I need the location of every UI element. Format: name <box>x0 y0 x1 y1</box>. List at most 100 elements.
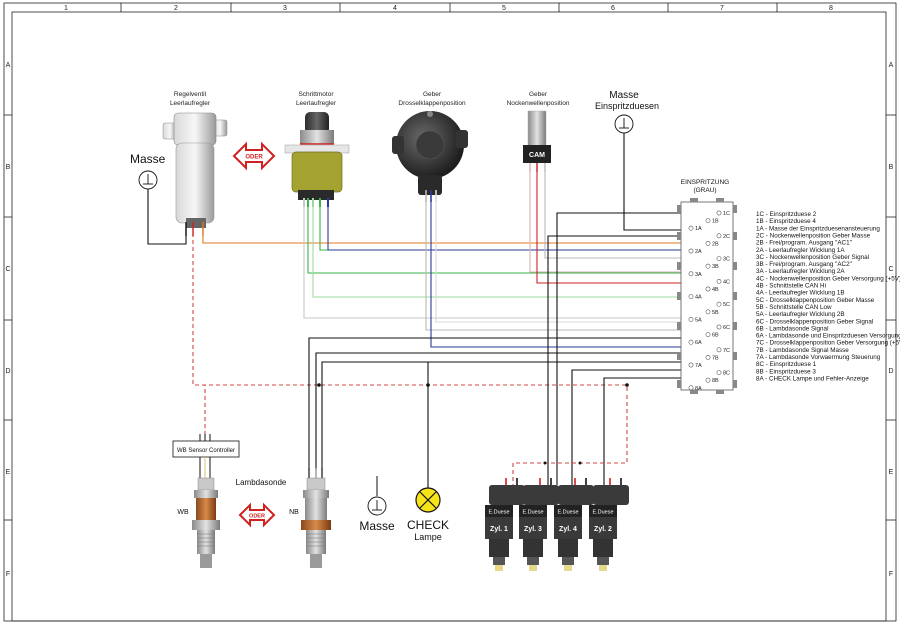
ecu-pin-label: 5C <box>723 302 730 308</box>
row-label: B <box>889 164 894 171</box>
ecu-pin <box>705 263 711 269</box>
ecu-legend-line: 7B - Lambdasonde Signal Masse <box>756 347 849 354</box>
narrowband-lambda-sensor: NB <box>289 468 331 568</box>
ecu-pin-label: 6A <box>695 340 702 346</box>
wire-inj-3 <box>571 369 692 485</box>
row-label: A <box>6 62 11 69</box>
nb-label: NB <box>289 509 299 516</box>
ecu-pin <box>716 210 722 216</box>
ecu-legend-line: 5B - Schnittstelle CAN Low <box>756 304 832 311</box>
ecu-pin-label: 4B <box>712 287 719 293</box>
ecu-legend-line: 7A - Lambdasonde Vorwaermung Steuerung <box>756 354 881 361</box>
col-label: 8 <box>829 5 833 12</box>
ecu-pin-grid: 1C1B1A2C2B2A3C3B3A4C4B4A5C5B5A6C6B6A7C7B… <box>688 210 730 392</box>
ecu-subtitle: (GRAU) <box>693 187 716 194</box>
wire-inj-1 <box>556 212 722 485</box>
ecu-pin <box>705 218 711 223</box>
wire-stepper-4a <box>312 205 692 298</box>
row-label: E <box>6 469 11 476</box>
ecu-pin <box>705 309 711 315</box>
wire-valve-red-dashed <box>192 226 628 392</box>
ecu-connector: EINSPRITZUNG (GRAU) 1C1B1A2C2B2A3C3B3A4C… <box>677 179 737 394</box>
col-label: 5 <box>502 5 506 12</box>
injector-tag: E.Duese <box>592 510 613 516</box>
ecu-pin-label: 7C <box>723 348 730 354</box>
ecu-legend-line: 5A - Leerlaufregler Wicklung 2B <box>756 311 845 318</box>
ecu-pin-label: 5A <box>695 317 702 323</box>
row-label: E <box>889 469 894 476</box>
row-label: F <box>889 571 893 578</box>
wire-cam-2c <box>544 170 692 259</box>
ecu-pin-label: 4C <box>723 279 730 285</box>
ecu-pin <box>688 316 694 322</box>
ecu-pin-label: 7A <box>695 363 702 369</box>
col-label: 6 <box>611 5 615 12</box>
wb-sensor-controller: WB Sensor Controller <box>172 434 240 478</box>
ecu-legend-line: 6C - Drosselklappenposition Geber Signal <box>756 318 873 325</box>
ecu-legend-line: 4B - Schnittstelle CAN Hi <box>756 283 826 290</box>
ecu-legend-line: 2C - Nockenwellenposition Geber Masse <box>756 232 871 239</box>
ecu-pin <box>716 256 722 261</box>
check-lamp-label-2: Lampe <box>414 532 442 542</box>
ecu-legend-line: 6B - Lambdasonde Signal <box>756 325 828 332</box>
ecu-pin-label: 8B <box>712 378 719 384</box>
or-arrow-top: ODER <box>232 141 276 171</box>
ecu-pin <box>716 233 722 239</box>
wire-inj-supply <box>512 392 628 488</box>
ecu-pin <box>688 385 694 391</box>
row-label: C <box>888 266 893 273</box>
col-label: 4 <box>393 5 397 12</box>
ecu-pin-label: 6C <box>723 325 730 331</box>
row-label: D <box>5 368 10 375</box>
ecu-pin <box>716 347 722 353</box>
wire-lambda-6b <box>315 352 692 470</box>
ecu-pin-label: 3B <box>712 264 719 270</box>
wire-cam-3c <box>529 170 692 273</box>
ground-symbol-left: Masse <box>130 152 166 190</box>
row-label: A <box>889 62 894 69</box>
tps-label-1: Geber <box>423 91 442 98</box>
check-lamp: CHECK Lampe <box>407 487 449 542</box>
injector-tag: E.Duese <box>557 510 578 516</box>
stepper-motor: Schrittmotor Leerlaufregler <box>284 91 350 207</box>
ecu-legend-line: 3B - Frei/program. Ausgang "AC2" <box>756 261 852 268</box>
row-label: F <box>6 571 10 578</box>
wire-masse-1a <box>623 133 692 231</box>
wire-lambda-6a <box>308 337 692 470</box>
injector-cylinder: Zyl. 2 <box>594 526 612 533</box>
cam-label-2: Nockenwellenposition <box>507 100 570 107</box>
wiring <box>147 133 722 488</box>
wb-label: WB <box>177 509 189 516</box>
ecu-legend-line: 1C - Einspritzduese 2 <box>756 211 817 218</box>
row-label: B <box>6 164 11 171</box>
ecu-pin-label: 6B <box>712 333 719 339</box>
ecu-legend-line: 1B - Einspritzduese 4 <box>756 218 816 225</box>
check-lamp-label-1: CHECK <box>407 518 449 532</box>
ecu-legend-line: 4C - Nockenwellenposition Geber Versorgu… <box>756 275 900 282</box>
wire-valve-2b <box>202 226 692 244</box>
row-label: D <box>888 368 893 375</box>
stepper-label-2: Leerlaufregler <box>296 100 337 107</box>
masse-bottom-label: Masse <box>359 519 395 533</box>
wire-inj-4 <box>603 377 692 485</box>
ecu-pin <box>716 301 722 307</box>
wire-stepper-blue <box>327 205 692 251</box>
cam-label-1: Geber <box>529 91 548 98</box>
ecu-pin <box>688 362 694 368</box>
wire-inj-2 <box>547 235 692 485</box>
ecu-pin-label: 3A <box>695 272 702 278</box>
masse-inj-label-1: Masse <box>609 90 639 101</box>
ecu-pin-label: 2C <box>723 234 730 240</box>
oder-top-label: ODER <box>245 155 263 161</box>
ecu-pin-label: 4A <box>695 295 702 301</box>
drawing-frame: 1 2 3 4 5 6 7 8 A B C D E F A B C D E F <box>3 2 897 622</box>
wire-stepper-5a <box>303 205 692 319</box>
ecu-legend-line: 3A - Leerlaufregler Wicklung 2A <box>756 268 845 275</box>
ecu-legend-line: 8C - Einspritzduese 1 <box>756 361 817 368</box>
ecu-legend-line: 8A - CHECK Lampe und Fehler-Anzeige <box>756 375 869 382</box>
ecu-legend-line: 4A - Leerlaufregler Wicklung 1B <box>756 290 845 297</box>
